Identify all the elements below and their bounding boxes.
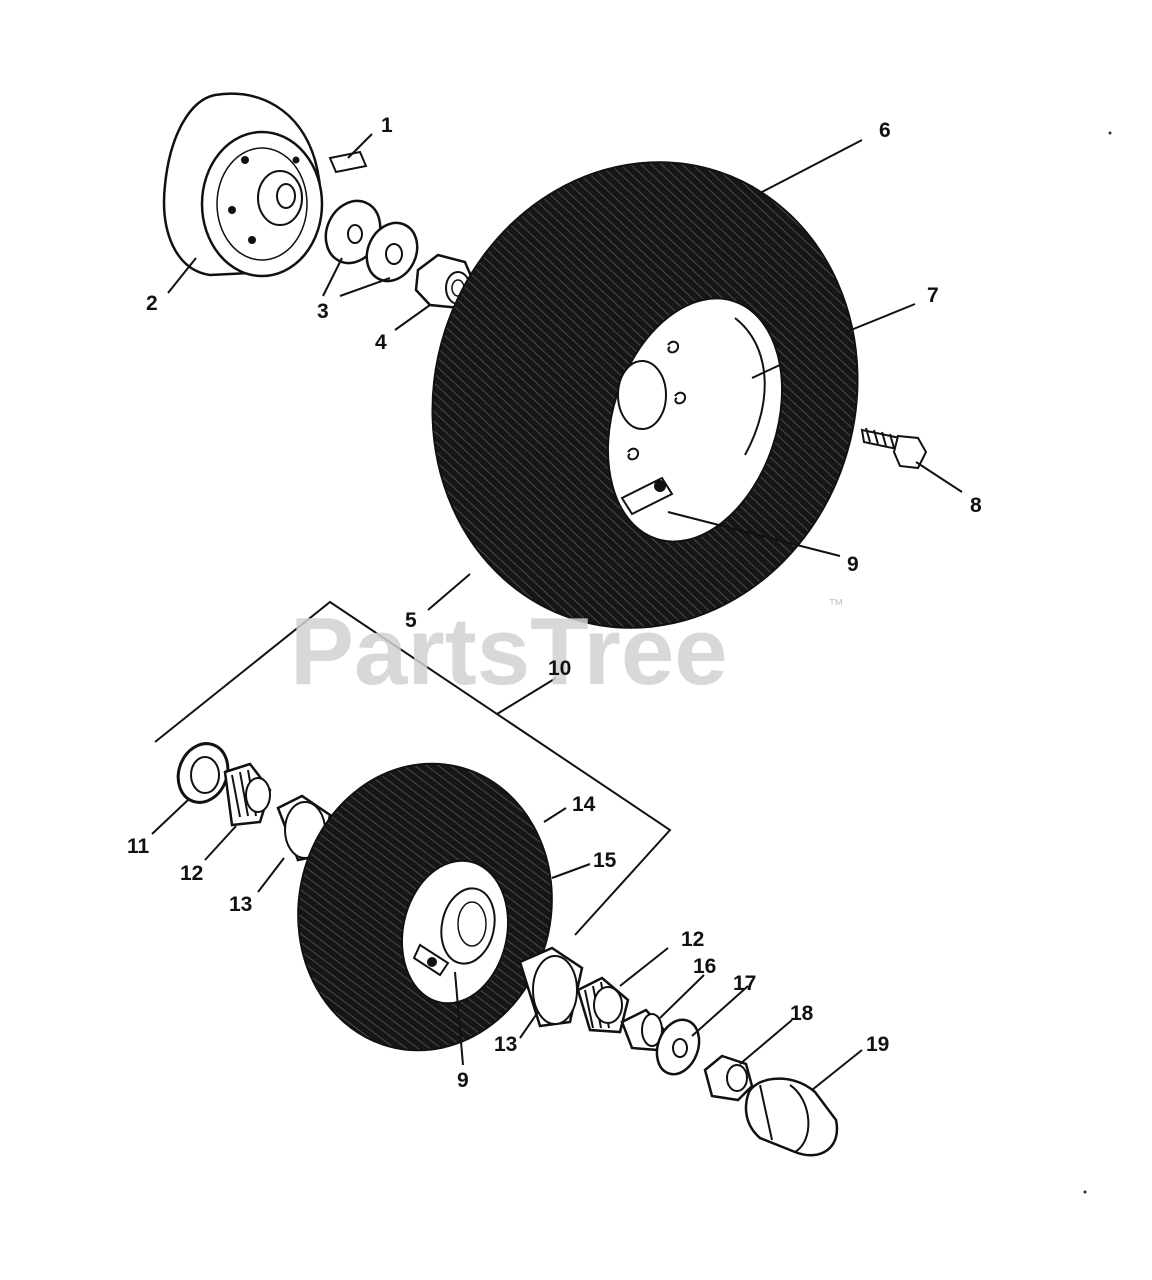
callout-11: 11 xyxy=(127,835,150,858)
callout-17: 17 xyxy=(733,972,756,995)
part-washers xyxy=(324,199,419,283)
part-bearing-cup-lower xyxy=(518,946,584,1028)
callout-12-upper: 12 xyxy=(180,862,203,885)
part-cap xyxy=(744,1077,839,1157)
assembly-bracket xyxy=(154,600,672,936)
callout-14: 14 xyxy=(572,793,596,816)
callout-18: 18 xyxy=(790,1002,814,1025)
part-bearing-cone-upper xyxy=(223,762,272,827)
leader-lines xyxy=(151,133,963,1091)
callout-4: 4 xyxy=(375,331,387,354)
callout-16: 16 xyxy=(693,955,716,978)
callout-15: 15 xyxy=(593,849,617,872)
callout-10: 10 xyxy=(548,657,571,680)
callout-9-lower: 9 xyxy=(457,1069,469,1092)
part-bearing-cone-lower xyxy=(576,976,630,1034)
part-washer-lower xyxy=(655,1018,701,1076)
watermark-trademark: ™ xyxy=(828,597,844,614)
callout-1: 1 xyxy=(381,114,393,137)
part-small-tire xyxy=(297,762,553,1052)
callout-12-lower: 12 xyxy=(681,928,704,951)
callout-8: 8 xyxy=(970,494,982,517)
part-key xyxy=(328,150,368,174)
watermark-text: PartsTree xyxy=(290,598,728,705)
callout-13-lower: 13 xyxy=(494,1033,517,1056)
callout-3: 3 xyxy=(317,300,329,323)
callout-19: 19 xyxy=(866,1033,889,1056)
part-large-tire xyxy=(431,161,859,629)
part-bolt xyxy=(860,427,928,470)
part-bearing-seal xyxy=(176,742,230,804)
callout-13-upper: 13 xyxy=(229,893,252,916)
part-hub-drum xyxy=(162,92,324,278)
part-nut-lower xyxy=(703,1054,754,1102)
callout-9-upper: 9 xyxy=(847,553,859,576)
part-spacer xyxy=(620,1008,666,1052)
callout-7: 7 xyxy=(927,284,939,307)
callout-2: 2 xyxy=(146,292,158,315)
callout-labels: 1 2 3 4 5 6 7 8 9 9 10 11 12 12 13 13 14… xyxy=(127,114,982,1092)
callout-6: 6 xyxy=(879,119,891,142)
callout-5: 5 xyxy=(405,609,417,632)
